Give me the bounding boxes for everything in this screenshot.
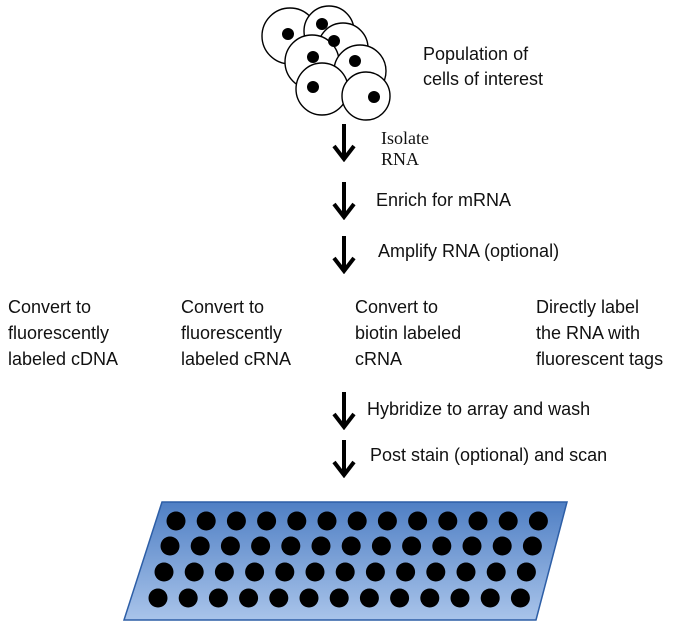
amplify-rna-label: Amplify RNA (optional) — [378, 241, 560, 261]
cell-nucleus — [307, 81, 319, 93]
down-arrow-icon — [332, 236, 356, 274]
array-spot — [396, 562, 416, 582]
array-spot — [166, 511, 186, 531]
array-spot — [516, 562, 536, 582]
option-line: Convert to — [181, 297, 265, 317]
array-spot — [148, 588, 168, 608]
array-spot — [432, 536, 452, 556]
enrich-mrna-label: Enrich for mRNA — [376, 190, 512, 210]
array-spot — [208, 588, 228, 608]
array-spot — [359, 588, 379, 608]
array-spot — [299, 588, 319, 608]
array-spot — [438, 511, 458, 531]
array-spot — [462, 536, 482, 556]
option-line: cRNA — [355, 349, 403, 369]
array-spot — [160, 536, 180, 556]
array-spot — [287, 511, 307, 531]
isolate-rna-line-2: RNA — [381, 149, 420, 169]
array-spot — [196, 511, 216, 531]
array-spot — [239, 588, 259, 608]
down-arrow-icon — [332, 182, 356, 220]
microarray-spots — [148, 511, 548, 608]
array-spot — [371, 536, 391, 556]
array-spot — [377, 511, 397, 531]
array-spot — [251, 536, 271, 556]
array-spot — [226, 511, 246, 531]
hybridize-label: Hybridize to array and wash — [367, 399, 591, 419]
array-spot — [214, 562, 234, 582]
array-spot — [402, 536, 422, 556]
array-spot — [426, 562, 446, 582]
option-line: fluorescently — [181, 323, 283, 343]
down-arrow-icon — [332, 392, 356, 430]
array-spot — [257, 511, 277, 531]
cell-nucleus — [316, 18, 328, 30]
array-spot — [408, 511, 428, 531]
array-spot — [220, 536, 240, 556]
array-spot — [335, 562, 355, 582]
array-spot — [468, 511, 488, 531]
array-spot — [311, 536, 331, 556]
array-spot — [269, 588, 289, 608]
array-spot — [456, 562, 476, 582]
cells-label-line-2: cells of interest — [423, 69, 544, 89]
option-line: the RNA with — [536, 323, 641, 343]
option-line: Directly label — [536, 297, 640, 317]
down-arrow-icon — [332, 440, 356, 478]
option-line: labeled cDNA — [8, 349, 119, 369]
array-spot — [245, 562, 265, 582]
array-spot — [341, 536, 361, 556]
array-spot — [450, 588, 470, 608]
cell-nucleus — [328, 35, 340, 47]
array-spot — [365, 562, 385, 582]
option-line: fluorescently — [8, 323, 110, 343]
cell-nucleus — [282, 28, 294, 40]
array-spot — [317, 511, 337, 531]
isolate-rna-line-1: Isolate — [381, 128, 429, 148]
array-spot — [190, 536, 210, 556]
cell-nucleus — [368, 91, 380, 103]
array-spot — [154, 562, 174, 582]
option-line: fluorescent tags — [536, 349, 664, 369]
array-spot — [347, 511, 367, 531]
down-arrow-icon — [332, 124, 356, 162]
cell — [341, 71, 391, 121]
array-spot — [480, 588, 500, 608]
array-spot — [528, 511, 548, 531]
cell-nucleus — [307, 51, 319, 63]
cells-label-line-1: Population of — [423, 44, 529, 64]
post-stain-label: Post stain (optional) and scan — [370, 445, 608, 465]
option-line: Convert to — [355, 297, 439, 317]
array-spot — [178, 588, 198, 608]
array-spot — [329, 588, 349, 608]
array-spot — [390, 588, 410, 608]
array-spot — [281, 536, 301, 556]
array-spot — [492, 536, 512, 556]
array-spot — [275, 562, 295, 582]
option-line: labeled cRNA — [181, 349, 292, 369]
array-spot — [486, 562, 506, 582]
array-spot — [420, 588, 440, 608]
option-line: Convert to — [8, 297, 92, 317]
cell-nucleus — [349, 55, 361, 67]
array-spot — [498, 511, 518, 531]
array-spot — [522, 536, 542, 556]
array-spot — [184, 562, 204, 582]
array-spot — [510, 588, 530, 608]
array-spot — [305, 562, 325, 582]
option-line: biotin labeled — [355, 323, 462, 343]
